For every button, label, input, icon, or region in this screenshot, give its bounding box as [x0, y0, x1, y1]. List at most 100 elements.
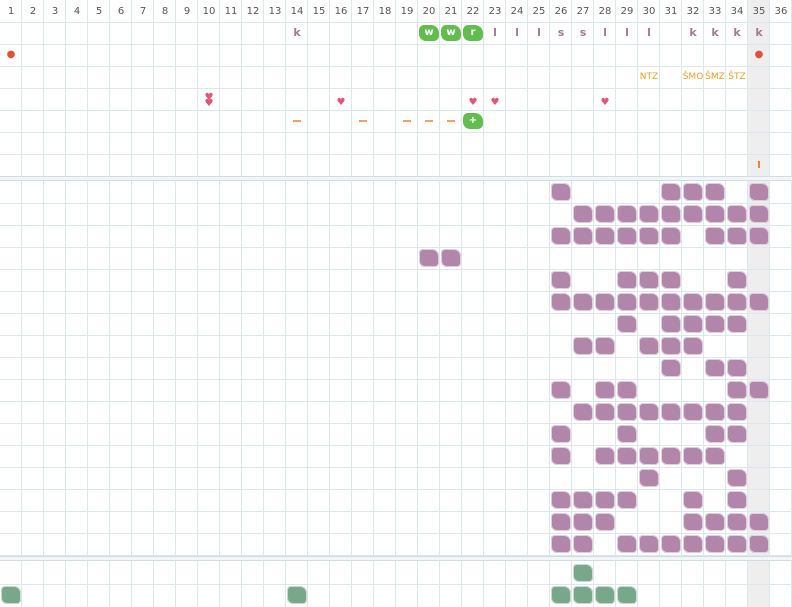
- purple-block[interactable]: [573, 513, 593, 531]
- green-tag-w[interactable]: w: [441, 25, 461, 41]
- purple-block[interactable]: [595, 513, 615, 531]
- purple-block[interactable]: [749, 513, 769, 531]
- purple-block[interactable]: [419, 249, 439, 267]
- green-tag-+[interactable]: +: [463, 113, 483, 129]
- purple-block[interactable]: [661, 337, 681, 355]
- purple-block[interactable]: [705, 205, 725, 223]
- green-block[interactable]: [573, 564, 593, 582]
- purple-block[interactable]: [595, 491, 615, 509]
- purple-block[interactable]: [705, 227, 725, 245]
- purple-block[interactable]: [595, 337, 615, 355]
- purple-block[interactable]: [639, 293, 659, 311]
- purple-block[interactable]: [551, 425, 571, 443]
- purple-block[interactable]: [727, 315, 747, 333]
- green-block[interactable]: [551, 586, 571, 604]
- purple-block[interactable]: [749, 205, 769, 223]
- purple-block[interactable]: [551, 271, 571, 289]
- purple-block[interactable]: [727, 271, 747, 289]
- purple-block[interactable]: [661, 183, 681, 201]
- purple-block[interactable]: [617, 315, 637, 333]
- purple-block[interactable]: [573, 491, 593, 509]
- purple-block[interactable]: [595, 381, 615, 399]
- purple-block[interactable]: [683, 337, 703, 355]
- purple-block[interactable]: [661, 293, 681, 311]
- purple-block[interactable]: [639, 337, 659, 355]
- purple-block[interactable]: [639, 205, 659, 223]
- purple-block[interactable]: [683, 315, 703, 333]
- purple-block[interactable]: [661, 535, 681, 553]
- purple-block[interactable]: [727, 535, 747, 553]
- purple-block[interactable]: [727, 359, 747, 377]
- purple-block[interactable]: [595, 227, 615, 245]
- purple-block[interactable]: [727, 205, 747, 223]
- purple-block[interactable]: [727, 469, 747, 487]
- purple-block[interactable]: [551, 535, 571, 553]
- purple-block[interactable]: [441, 249, 461, 267]
- purple-block[interactable]: [749, 381, 769, 399]
- purple-block[interactable]: [617, 403, 637, 421]
- purple-block[interactable]: [661, 227, 681, 245]
- purple-block[interactable]: [617, 381, 637, 399]
- purple-block[interactable]: [749, 293, 769, 311]
- purple-block[interactable]: [551, 381, 571, 399]
- green-block[interactable]: [617, 586, 637, 604]
- purple-block[interactable]: [551, 183, 571, 201]
- purple-block[interactable]: [683, 293, 703, 311]
- purple-block[interactable]: [551, 491, 571, 509]
- purple-block[interactable]: [617, 447, 637, 465]
- green-block[interactable]: [1, 586, 21, 604]
- purple-block[interactable]: [595, 447, 615, 465]
- purple-block[interactable]: [595, 403, 615, 421]
- purple-block[interactable]: [727, 425, 747, 443]
- purple-block[interactable]: [639, 403, 659, 421]
- purple-block[interactable]: [573, 535, 593, 553]
- purple-block[interactable]: [705, 535, 725, 553]
- purple-block[interactable]: [573, 293, 593, 311]
- green-block[interactable]: [287, 586, 307, 604]
- purple-block[interactable]: [639, 535, 659, 553]
- green-tag-r[interactable]: r: [463, 25, 483, 41]
- purple-block[interactable]: [727, 403, 747, 421]
- purple-block[interactable]: [573, 205, 593, 223]
- purple-block[interactable]: [727, 227, 747, 245]
- purple-block[interactable]: [705, 447, 725, 465]
- purple-block[interactable]: [705, 315, 725, 333]
- purple-block[interactable]: [727, 293, 747, 311]
- purple-block[interactable]: [595, 293, 615, 311]
- purple-block[interactable]: [683, 513, 703, 531]
- purple-block[interactable]: [705, 403, 725, 421]
- purple-block[interactable]: [617, 227, 637, 245]
- purple-block[interactable]: [705, 513, 725, 531]
- purple-block[interactable]: [551, 227, 571, 245]
- purple-block[interactable]: [617, 271, 637, 289]
- purple-block[interactable]: [705, 425, 725, 443]
- purple-block[interactable]: [551, 293, 571, 311]
- purple-block[interactable]: [727, 381, 747, 399]
- purple-block[interactable]: [727, 491, 747, 509]
- purple-block[interactable]: [661, 403, 681, 421]
- purple-block[interactable]: [639, 271, 659, 289]
- purple-block[interactable]: [661, 271, 681, 289]
- purple-block[interactable]: [661, 315, 681, 333]
- purple-block[interactable]: [683, 447, 703, 465]
- purple-block[interactable]: [683, 403, 703, 421]
- purple-block[interactable]: [617, 425, 637, 443]
- purple-block[interactable]: [661, 205, 681, 223]
- purple-block[interactable]: [661, 359, 681, 377]
- purple-block[interactable]: [683, 183, 703, 201]
- purple-block[interactable]: [705, 183, 725, 201]
- purple-block[interactable]: [573, 403, 593, 421]
- green-block[interactable]: [595, 586, 615, 604]
- purple-block[interactable]: [639, 469, 659, 487]
- purple-block[interactable]: [617, 293, 637, 311]
- purple-block[interactable]: [683, 491, 703, 509]
- purple-block[interactable]: [551, 513, 571, 531]
- green-block[interactable]: [573, 586, 593, 604]
- purple-block[interactable]: [639, 447, 659, 465]
- purple-block[interactable]: [617, 205, 637, 223]
- purple-block[interactable]: [727, 513, 747, 531]
- purple-block[interactable]: [683, 535, 703, 553]
- purple-block[interactable]: [573, 337, 593, 355]
- purple-block[interactable]: [617, 491, 637, 509]
- purple-block[interactable]: [749, 535, 769, 553]
